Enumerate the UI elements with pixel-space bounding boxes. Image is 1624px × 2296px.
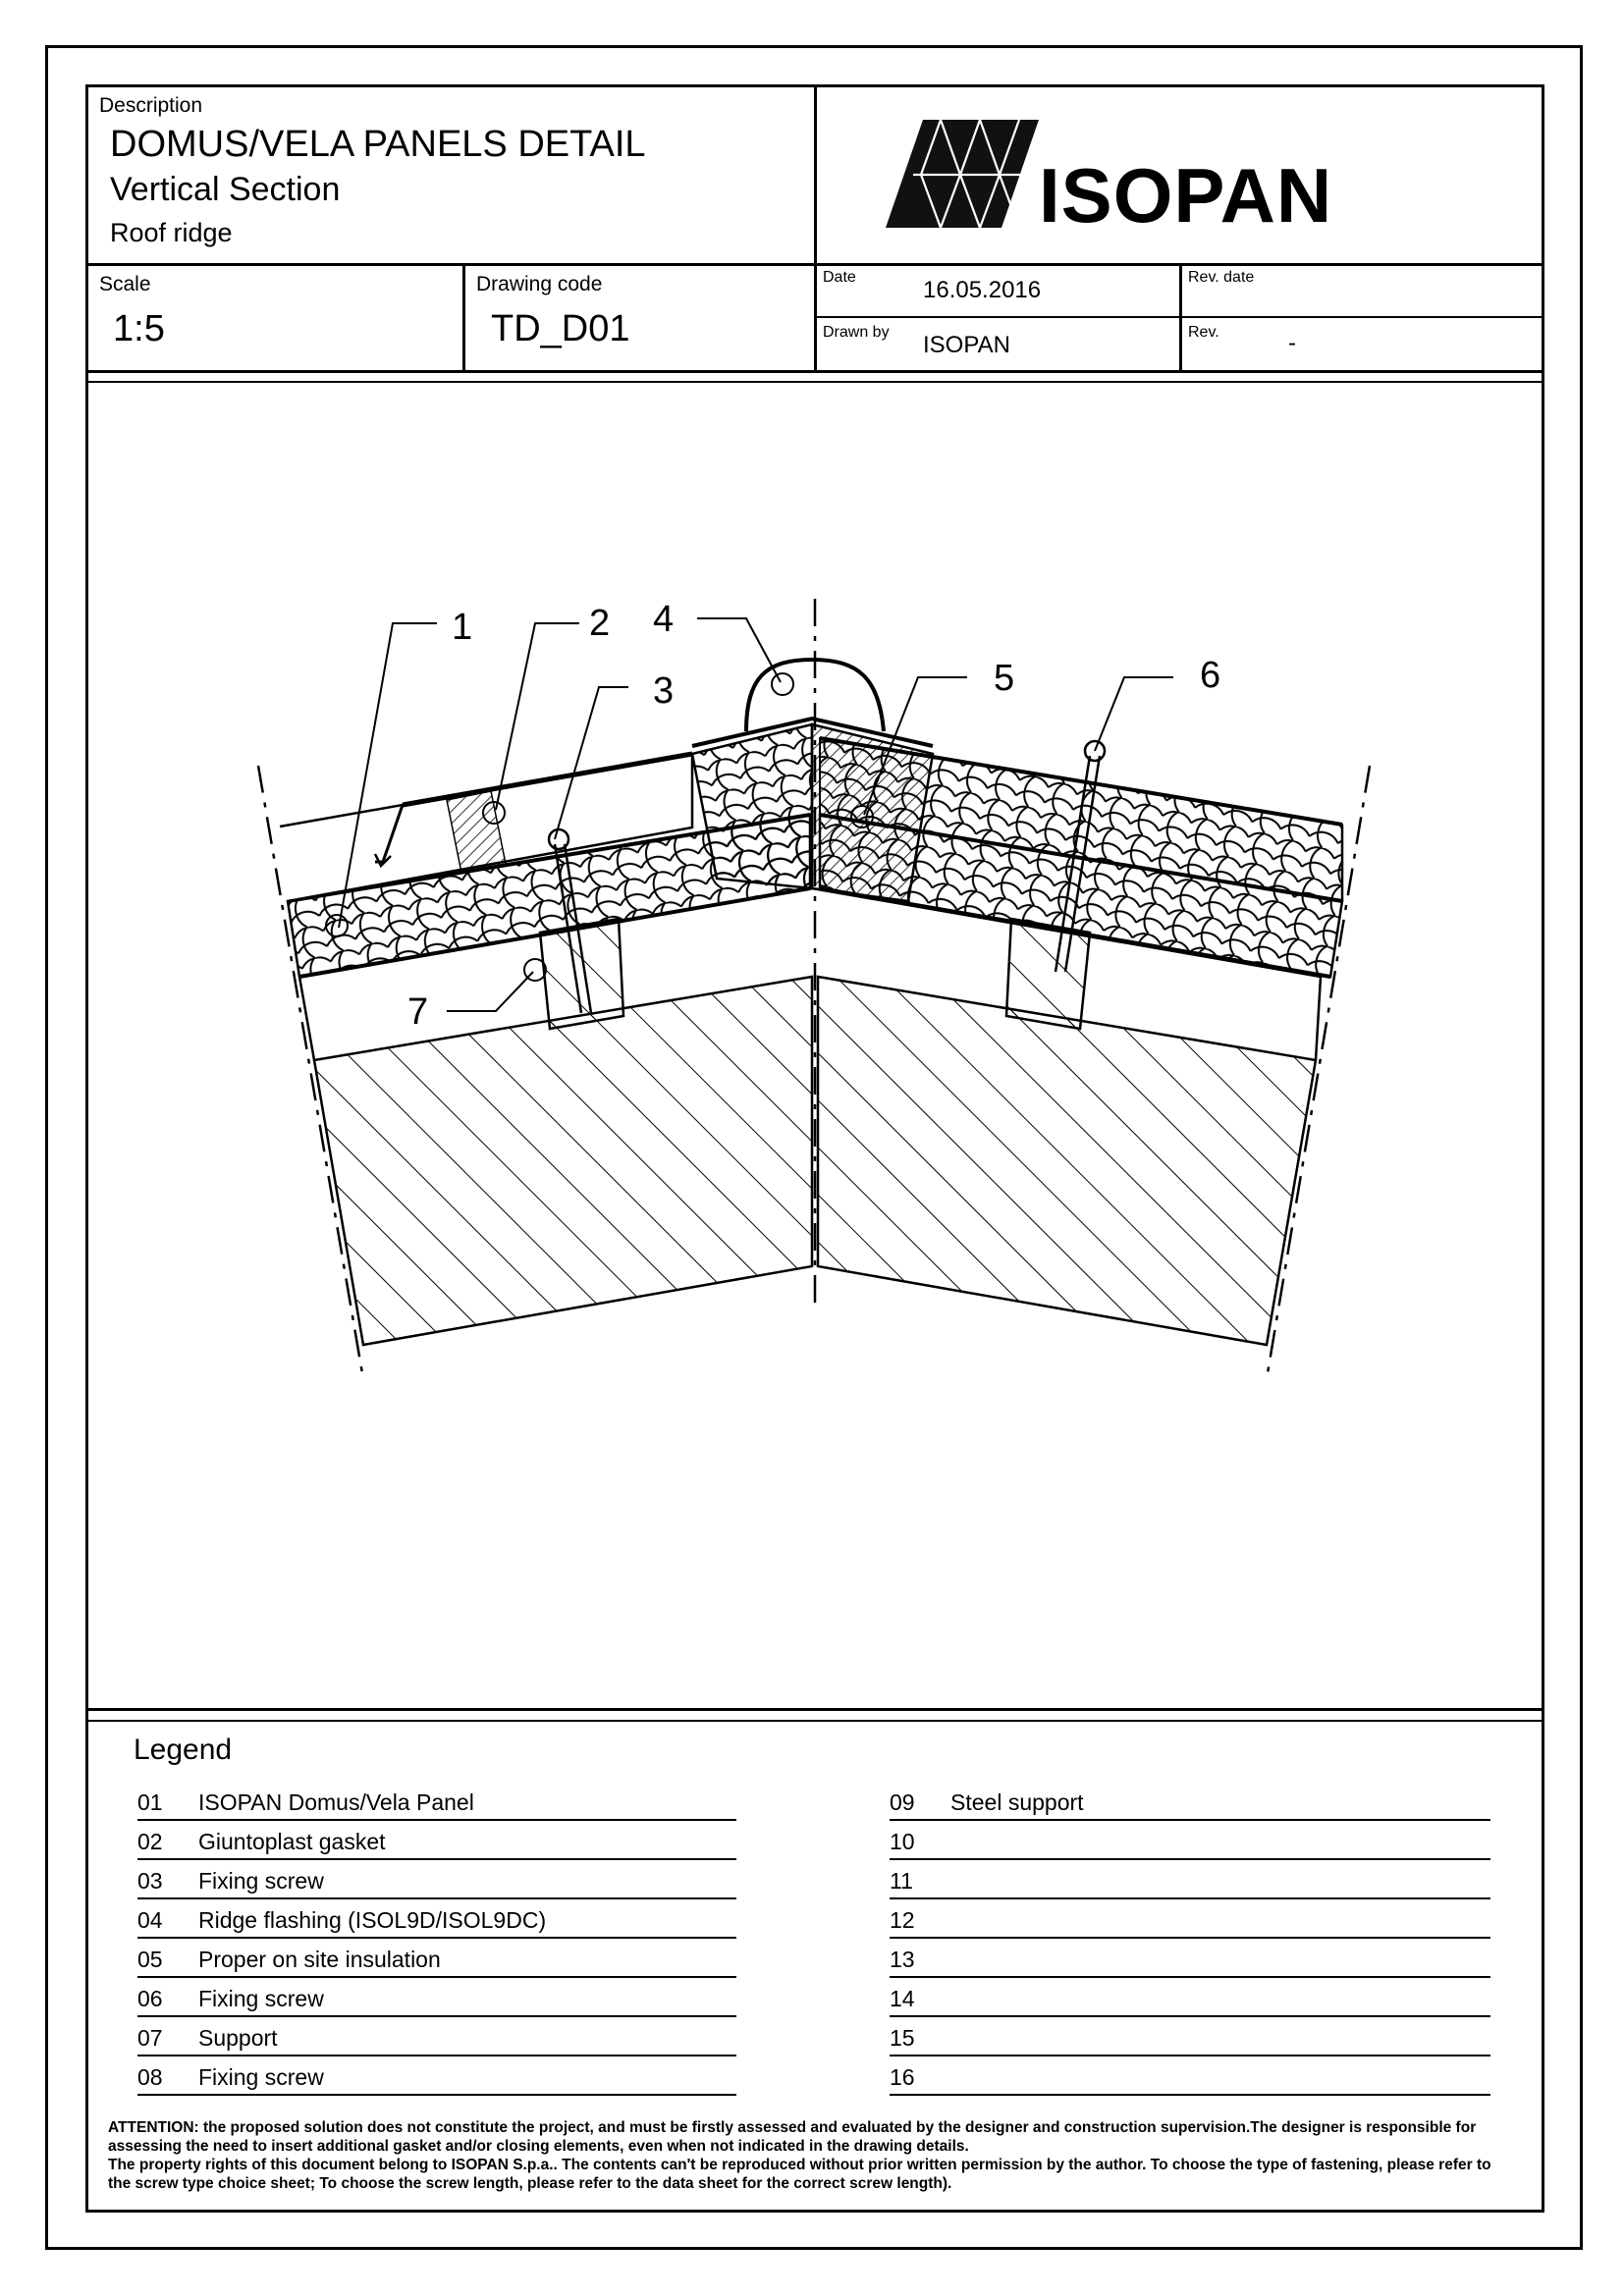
drawn-by-value: ISOPAN bbox=[923, 332, 1010, 358]
drawing-subtitle: Vertical Section bbox=[110, 171, 341, 208]
scale-label: Scale bbox=[99, 273, 151, 295]
callout-3: 3 bbox=[653, 670, 674, 712]
note-line-4: the screw type choice sheet; To choose t… bbox=[108, 2175, 952, 2192]
ridge-section-drawing: 1 2 3 4 5 6 7 bbox=[256, 599, 1372, 1380]
drawing-detail: Roof ridge bbox=[110, 218, 233, 247]
rev-value: - bbox=[1288, 330, 1296, 356]
note-line-1: ATTENTION: the proposed solution does no… bbox=[108, 2119, 1477, 2136]
title-vertical-scale bbox=[462, 263, 465, 371]
callout-1: 1 bbox=[452, 607, 472, 648]
fixing-screw-right bbox=[1054, 739, 1107, 973]
legend-row: 16 bbox=[890, 2056, 1490, 2096]
ridge-insulation bbox=[690, 722, 935, 903]
structure-hatched-right bbox=[816, 975, 1318, 1347]
drawn-by-label: Drawn by bbox=[823, 324, 890, 341]
attention-notes: ATTENTION: the proposed solution does no… bbox=[108, 2118, 1532, 2193]
date-value: 16.05.2016 bbox=[923, 277, 1042, 303]
date-label: Date bbox=[823, 269, 856, 286]
note-line-2: assessing the need to insert additional … bbox=[108, 2138, 969, 2155]
description-label: Description bbox=[99, 94, 203, 117]
ridge-flashing bbox=[691, 657, 934, 748]
isopan-logo-mark-icon bbox=[886, 119, 1039, 229]
callout-6: 6 bbox=[1200, 655, 1220, 696]
outer-frame bbox=[45, 45, 1583, 2250]
drawing-code-value: TD_D01 bbox=[491, 308, 630, 349]
fixing-screw-left bbox=[547, 828, 593, 1014]
title-vertical-main bbox=[814, 84, 817, 372]
drawing-title: DOMUS/VELA PANELS DETAIL bbox=[110, 124, 646, 165]
legend-row: 12 bbox=[890, 1899, 1490, 1939]
centre-line bbox=[256, 599, 1372, 1380]
structure-hatched-left bbox=[312, 975, 814, 1347]
legend-divider-1 bbox=[85, 1708, 1544, 1711]
legend-row: 10 bbox=[890, 1821, 1490, 1860]
note-line-3: The property rights of this document bel… bbox=[108, 2157, 1491, 2173]
isopan-logo: ISOPAN bbox=[884, 116, 1331, 234]
callout-4: 4 bbox=[653, 599, 674, 640]
legend-divider-2 bbox=[85, 1720, 1544, 1722]
scale-value: 1:5 bbox=[113, 308, 165, 349]
title-divider-3 bbox=[85, 381, 1544, 383]
rev-label: Rev. bbox=[1188, 324, 1219, 341]
title-divider-date bbox=[815, 316, 1544, 318]
legend-row: 11 bbox=[890, 1860, 1490, 1899]
drawing-area: 1 2 3 4 5 6 7 bbox=[85, 383, 1544, 1708]
legend-row: 15 bbox=[890, 2017, 1490, 2056]
callout-5: 5 bbox=[994, 658, 1014, 699]
rev-date-label: Rev. date bbox=[1188, 269, 1255, 286]
legend-row: 13 bbox=[890, 1939, 1490, 1978]
drawing-code-label: Drawing code bbox=[476, 273, 603, 295]
logo-text: ISOPAN bbox=[1039, 152, 1333, 239]
callout-2: 2 bbox=[589, 603, 610, 644]
legend-title: Legend bbox=[134, 1734, 233, 1766]
callout-leaders bbox=[325, 617, 1173, 1012]
legend-row: 14 bbox=[890, 1978, 1490, 2017]
callout-7: 7 bbox=[407, 991, 428, 1033]
